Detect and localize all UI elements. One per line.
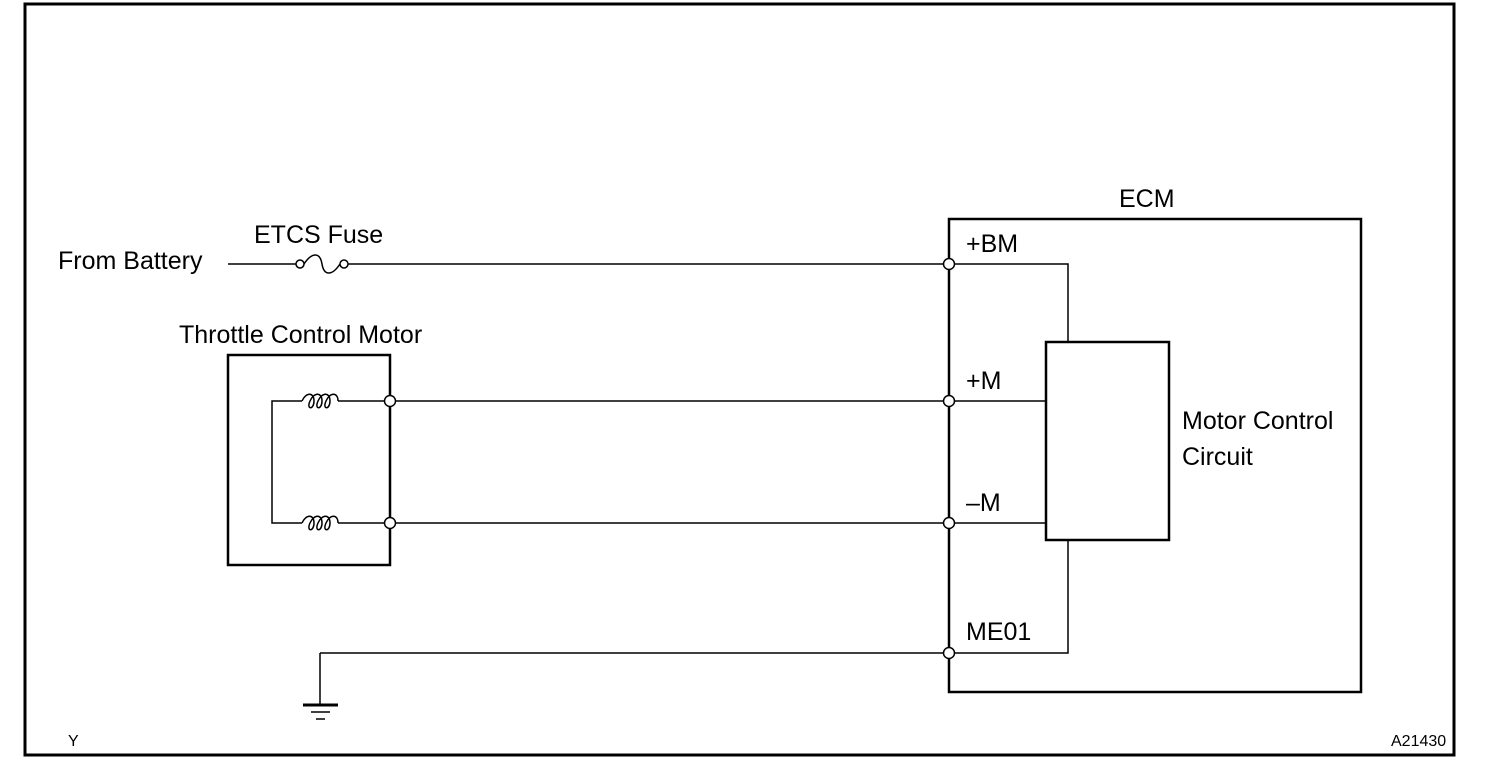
pin-pm-label: +M: [966, 367, 1001, 395]
motor-terminal-lower: [383, 516, 397, 530]
motor-control-circuit-box: [1044, 340, 1171, 542]
throttle-motor-label: Throttle Control Motor: [179, 321, 422, 349]
pin-bm-label: +BM: [966, 230, 1018, 258]
motor-internal-loop: [271, 400, 302, 524]
motor-circuit-label-line2: Circuit: [1182, 443, 1253, 471]
motor-coil-upper: [301, 393, 339, 409]
pin-me01-label: ME01: [966, 618, 1031, 646]
motor-terminal-upper: [383, 394, 397, 408]
ecm-box: [947, 217, 1363, 694]
motor-coil-lower: [301, 515, 339, 531]
figure-id: A21430: [1391, 733, 1446, 750]
from-battery-label: From Battery: [58, 247, 203, 275]
ground-symbol: [303, 703, 338, 720]
ecm-terminal-me01: [942, 646, 956, 660]
etcs-fuse-label: ETCS Fuse: [254, 221, 383, 249]
etcs-fuse-symbol: [295, 254, 349, 274]
ecm-label: ECM: [1119, 185, 1175, 213]
ecm-bm-internal: [955, 263, 1069, 342]
corner-letter: Y: [68, 733, 79, 750]
ecm-terminal-bm: [942, 257, 956, 271]
pin-mm-label: –M: [966, 489, 1001, 517]
ecm-me01-internal: [955, 540, 1069, 654]
diagram-frame: [23, 2, 1456, 757]
ecm-terminal-mm: [942, 516, 956, 530]
throttle-motor-box: [226, 353, 392, 567]
motor-circuit-label-line1: Motor Control: [1182, 407, 1333, 435]
ecm-terminal-pm: [942, 394, 956, 408]
